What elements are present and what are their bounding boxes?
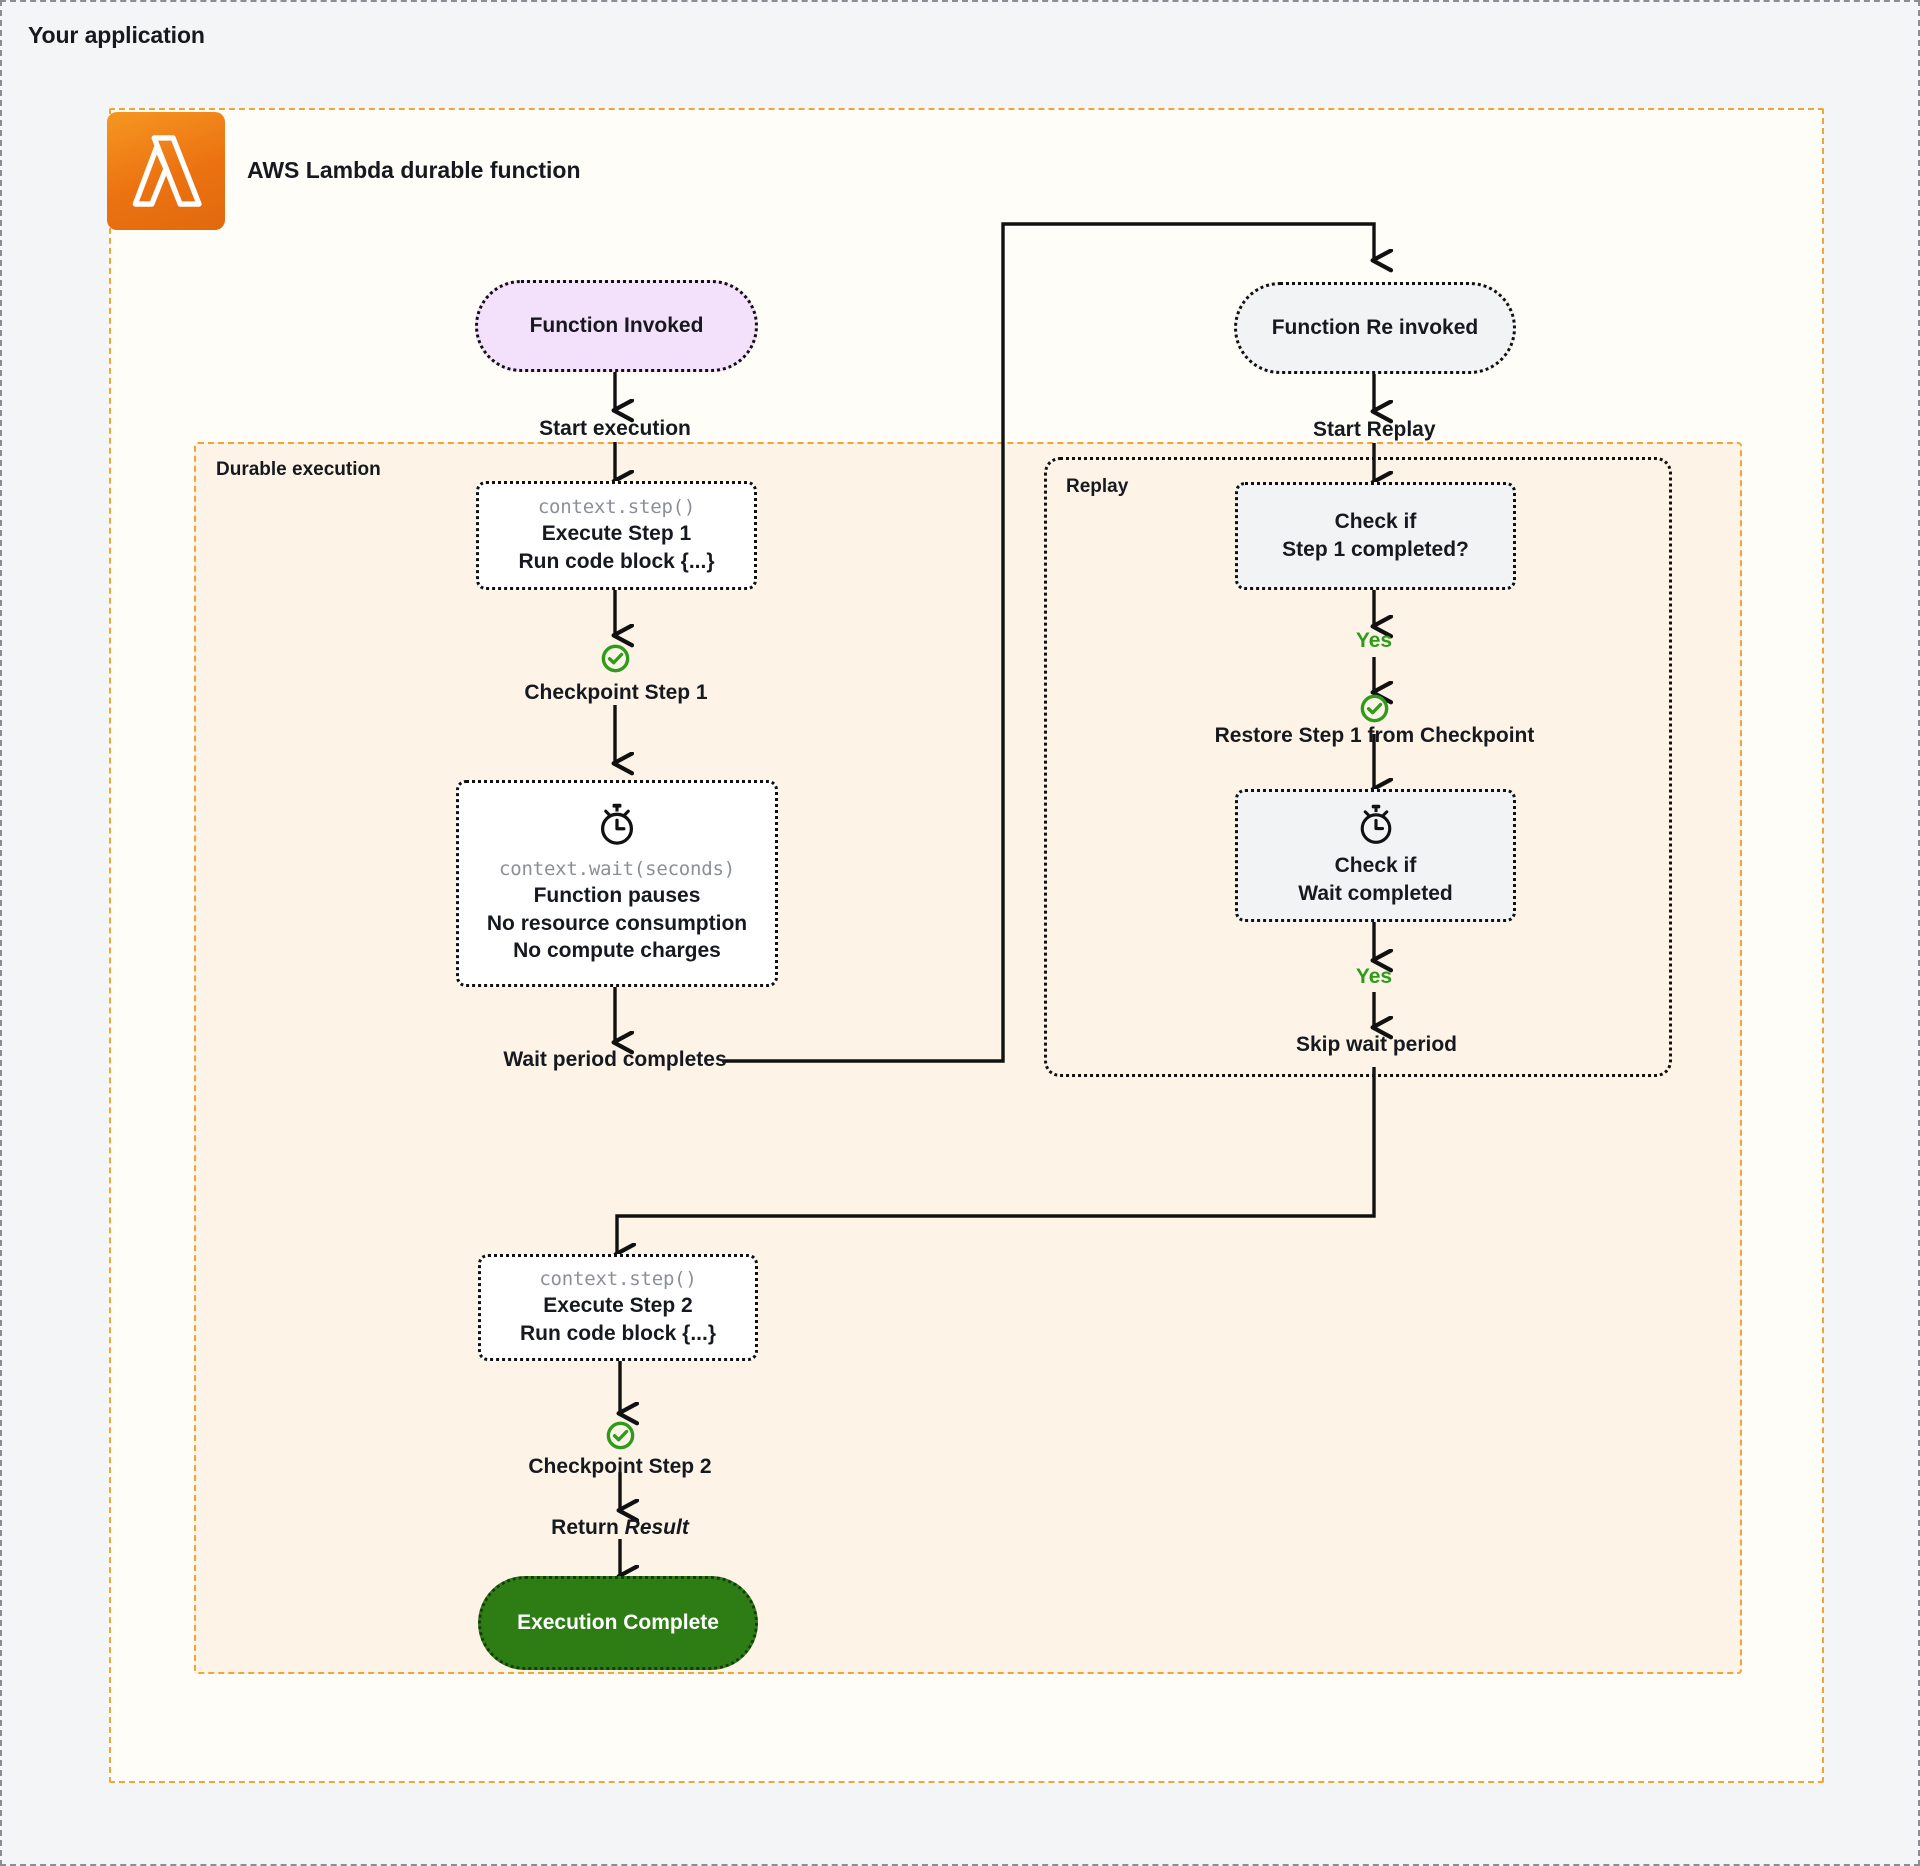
check-circle-icon [1359, 693, 1390, 724]
stopwatch-icon [1356, 803, 1396, 847]
label-checkpoint-step-2: Checkpoint Step 2 [528, 1455, 712, 1478]
label-checkpoint-step-1: Checkpoint Step 1 [524, 681, 708, 704]
node-execution-complete[interactable]: Execution Complete [478, 1576, 758, 1670]
node-function-invoked[interactable]: Function Invoked [475, 280, 758, 372]
node-check-wait-line2: Wait completed [1298, 882, 1453, 905]
check-circle-icon [600, 643, 631, 674]
node-execute-step-2[interactable]: context.step() Execute Step 2 Run code b… [478, 1254, 758, 1361]
node-function-re-invoked-label: Function Re invoked [1271, 316, 1479, 339]
label-wait-period-completes: Wait period completes [503, 1048, 727, 1071]
replay-label: Replay [1066, 476, 1129, 497]
node-step1-code: context.step() [537, 496, 696, 519]
durable-execution-label: Durable execution [216, 459, 381, 480]
node-check-step-1-completed[interactable]: Check if Step 1 completed? [1235, 482, 1516, 590]
node-wait-line2: No resource consumption [486, 911, 748, 935]
node-function-re-invoked[interactable]: Function Re invoked [1234, 282, 1516, 374]
edge-label-start-replay: Start Replay [1313, 418, 1436, 441]
node-step2-line2: Run code block {...} [519, 1322, 717, 1346]
node-step2-code: context.step() [539, 1268, 697, 1291]
label-skip-wait-period: Skip wait period [1295, 1033, 1458, 1056]
node-function-invoked-label: Function Invoked [529, 314, 704, 337]
return-prefix: Return [551, 1516, 625, 1539]
node-step1-line1: Execute Step 1 [541, 522, 692, 546]
node-wait-code: context.wait(seconds) [498, 857, 736, 880]
node-step2-line1: Execute Step 2 [543, 1294, 693, 1318]
check-circle-icon [605, 1420, 636, 1451]
node-check-wait-completed[interactable]: Check if Wait completed [1235, 789, 1516, 922]
return-italic: Result [624, 1516, 689, 1539]
edge-label-yes-wait: Yes [1355, 965, 1393, 988]
edge-label-start-execution: Start execution [539, 417, 691, 440]
aws-lambda-icon [107, 112, 225, 230]
page-title: Your application [28, 22, 205, 48]
node-check-wait-line1: Check if [1334, 854, 1417, 878]
stopwatch-icon [596, 802, 638, 848]
node-step1-line2: Run code block {...} [518, 550, 715, 574]
edge-label-yes-step1: Yes [1355, 629, 1393, 652]
node-context-wait[interactable]: context.wait(seconds) Function pauses No… [456, 780, 778, 987]
edge-label-return-result: Return Result [545, 1516, 695, 1540]
label-restore-step-1-from-checkpoint: Restore Step 1 from Checkpoint [1214, 724, 1535, 747]
node-execute-step-1[interactable]: context.step() Execute Step 1 Run code b… [476, 481, 757, 590]
node-check-step1-line1: Check if [1334, 510, 1417, 534]
lambda-heading: AWS Lambda durable function [247, 157, 581, 183]
node-execution-complete-label: Execution Complete [517, 1611, 719, 1634]
node-check-step1-line2: Step 1 completed? [1282, 538, 1469, 561]
node-wait-line1: Function pauses [533, 883, 701, 907]
node-wait-line3: No compute charges [513, 939, 721, 963]
